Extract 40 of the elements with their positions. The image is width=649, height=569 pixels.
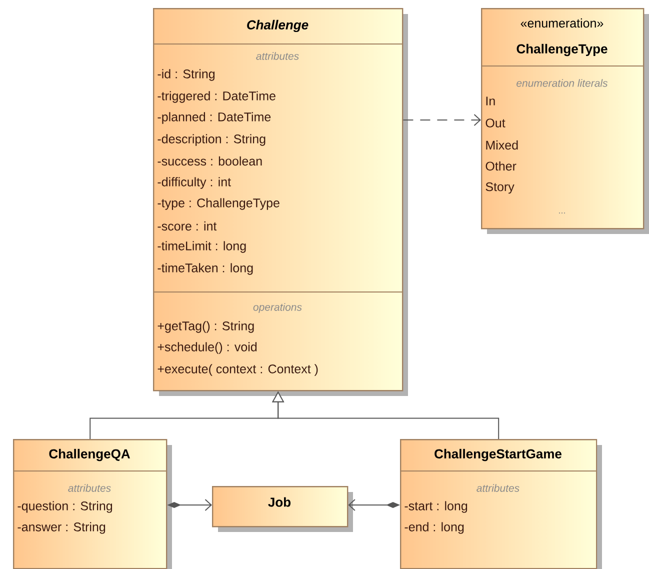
section-label: attributes — [68, 484, 111, 492]
member-text: -difficulty : int — [158, 177, 231, 189]
member-text: -success : boolean — [158, 156, 262, 166]
member-text: -triggered : DateTime — [158, 91, 276, 103]
member-text: +getTag() : String — [158, 321, 254, 333]
class-name: Challenge — [247, 20, 308, 32]
literal-text: Other — [486, 161, 516, 171]
member-text: -start : long — [404, 501, 468, 513]
member-text: -end : long — [404, 522, 464, 534]
member-text: -description : String — [158, 134, 266, 146]
literal-text: Out — [486, 118, 506, 128]
member-text: -planned : DateTime — [158, 112, 271, 124]
member-text: -timeTaken : long — [158, 263, 253, 275]
literal-text: Story — [486, 182, 514, 194]
class-box — [12, 439, 172, 569]
member-text: -type : ChallengeType — [158, 198, 280, 210]
member-text: -question : String — [18, 501, 112, 513]
member-text: -id : String — [158, 69, 215, 81]
member-text: -score : int — [158, 221, 217, 231]
ellipsis: ... — [559, 212, 565, 214]
class-box — [212, 486, 353, 532]
class-box — [152, 8, 408, 396]
class-name: ChallengeStartGame — [434, 448, 562, 462]
section-label: attributes — [476, 484, 520, 492]
section-label: attributes — [256, 52, 299, 60]
class-name: ChallengeQA — [49, 448, 130, 462]
member-text: -timeLimit : long — [158, 241, 246, 253]
literal-text: In — [486, 96, 495, 106]
member-text: -answer : String — [18, 522, 106, 534]
section-label: operations — [253, 303, 302, 313]
member-text: +execute( context : Context ) — [158, 364, 318, 376]
member-text: +schedule() : void — [158, 342, 257, 354]
class-name: Job — [268, 497, 291, 507]
section-label: enumeration literals — [516, 79, 608, 87]
enumeration-box — [480, 8, 649, 234]
literal-text: Mixed — [486, 140, 518, 150]
dependency-arrow — [402, 114, 481, 126]
class-box — [400, 439, 602, 569]
class-name: ChallengeType — [516, 44, 608, 56]
stereotype-label: «enumeration» — [520, 18, 604, 28]
